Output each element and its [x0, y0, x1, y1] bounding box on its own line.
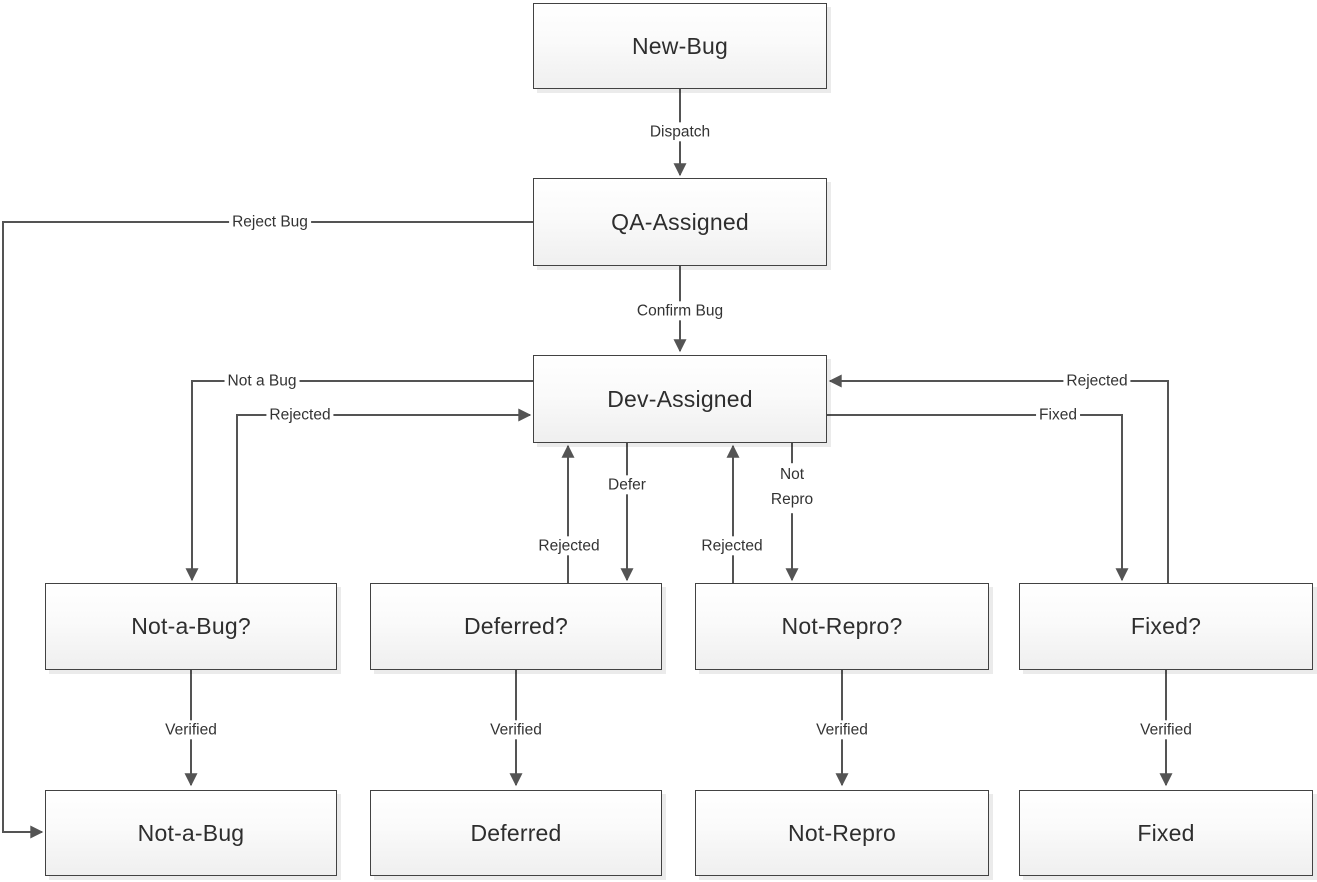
node-fixed: Fixed	[1019, 790, 1313, 876]
node-not-a-bug-question: Not-a-Bug?	[45, 583, 337, 670]
edge-label-not-a-bug: Not a Bug	[224, 371, 300, 391]
edge-label-not-repro: Not Repro	[763, 463, 821, 513]
edge-label-rejected-from-fixed: Rejected	[1063, 371, 1131, 391]
edge-label-fixed: Fixed	[1036, 405, 1080, 425]
edge-label-rejected-from-notabug: Rejected	[266, 405, 334, 425]
node-deferred-question: Deferred?	[370, 583, 662, 670]
edge-label-verified-fixed: Verified	[1137, 720, 1195, 740]
edge-label-verified-notabug: Verified	[162, 720, 220, 740]
edge-label-reject-bug: Reject Bug	[229, 212, 311, 232]
edge-label-dispatch: Dispatch	[646, 122, 714, 142]
node-not-repro-question-label: Not-Repro?	[781, 613, 903, 639]
edge-label-verified-deferred: Verified	[487, 720, 545, 740]
node-deferred: Deferred	[370, 790, 662, 876]
node-not-a-bug-question-label: Not-a-Bug?	[131, 613, 251, 639]
node-dev-assigned: Dev-Assigned	[533, 355, 827, 443]
edge-not-a-bug-line	[185, 380, 533, 582]
node-not-repro-question: Not-Repro?	[695, 583, 989, 670]
node-not-repro: Not-Repro	[695, 790, 989, 876]
edge-label-confirm-bug: Confirm Bug	[633, 301, 727, 321]
node-not-a-bug-label: Not-a-Bug	[137, 819, 245, 846]
node-qa-assigned-label: QA-Assigned	[611, 208, 749, 235]
node-fixed-label: Fixed	[1137, 819, 1195, 846]
edge-rejected-from-notabug-line	[236, 408, 532, 583]
edge-label-defer: Defer	[605, 475, 649, 495]
edge-reject-bug-line	[2, 221, 533, 839]
edge-rejected-from-fixed-line	[828, 374, 1169, 583]
node-dev-assigned-label: Dev-Assigned	[607, 385, 753, 412]
edge-label-rejected-from-notrepro: Rejected	[698, 536, 766, 556]
node-new-bug-label: New-Bug	[632, 32, 728, 59]
edge-fixed-line	[827, 414, 1129, 582]
edge-label-verified-notrepro: Verified	[813, 720, 871, 740]
node-deferred-label: Deferred	[470, 819, 562, 846]
node-deferred-question-label: Deferred?	[463, 613, 569, 639]
node-fixed-question-label: Fixed?	[1130, 613, 1202, 639]
node-fixed-question: Fixed?	[1019, 583, 1313, 670]
node-new-bug: New-Bug	[533, 3, 827, 89]
node-not-repro-label: Not-Repro	[788, 819, 896, 846]
node-not-a-bug: Not-a-Bug	[45, 790, 337, 876]
edge-label-rejected-from-deferred: Rejected	[535, 536, 603, 556]
node-qa-assigned: QA-Assigned	[533, 178, 827, 266]
